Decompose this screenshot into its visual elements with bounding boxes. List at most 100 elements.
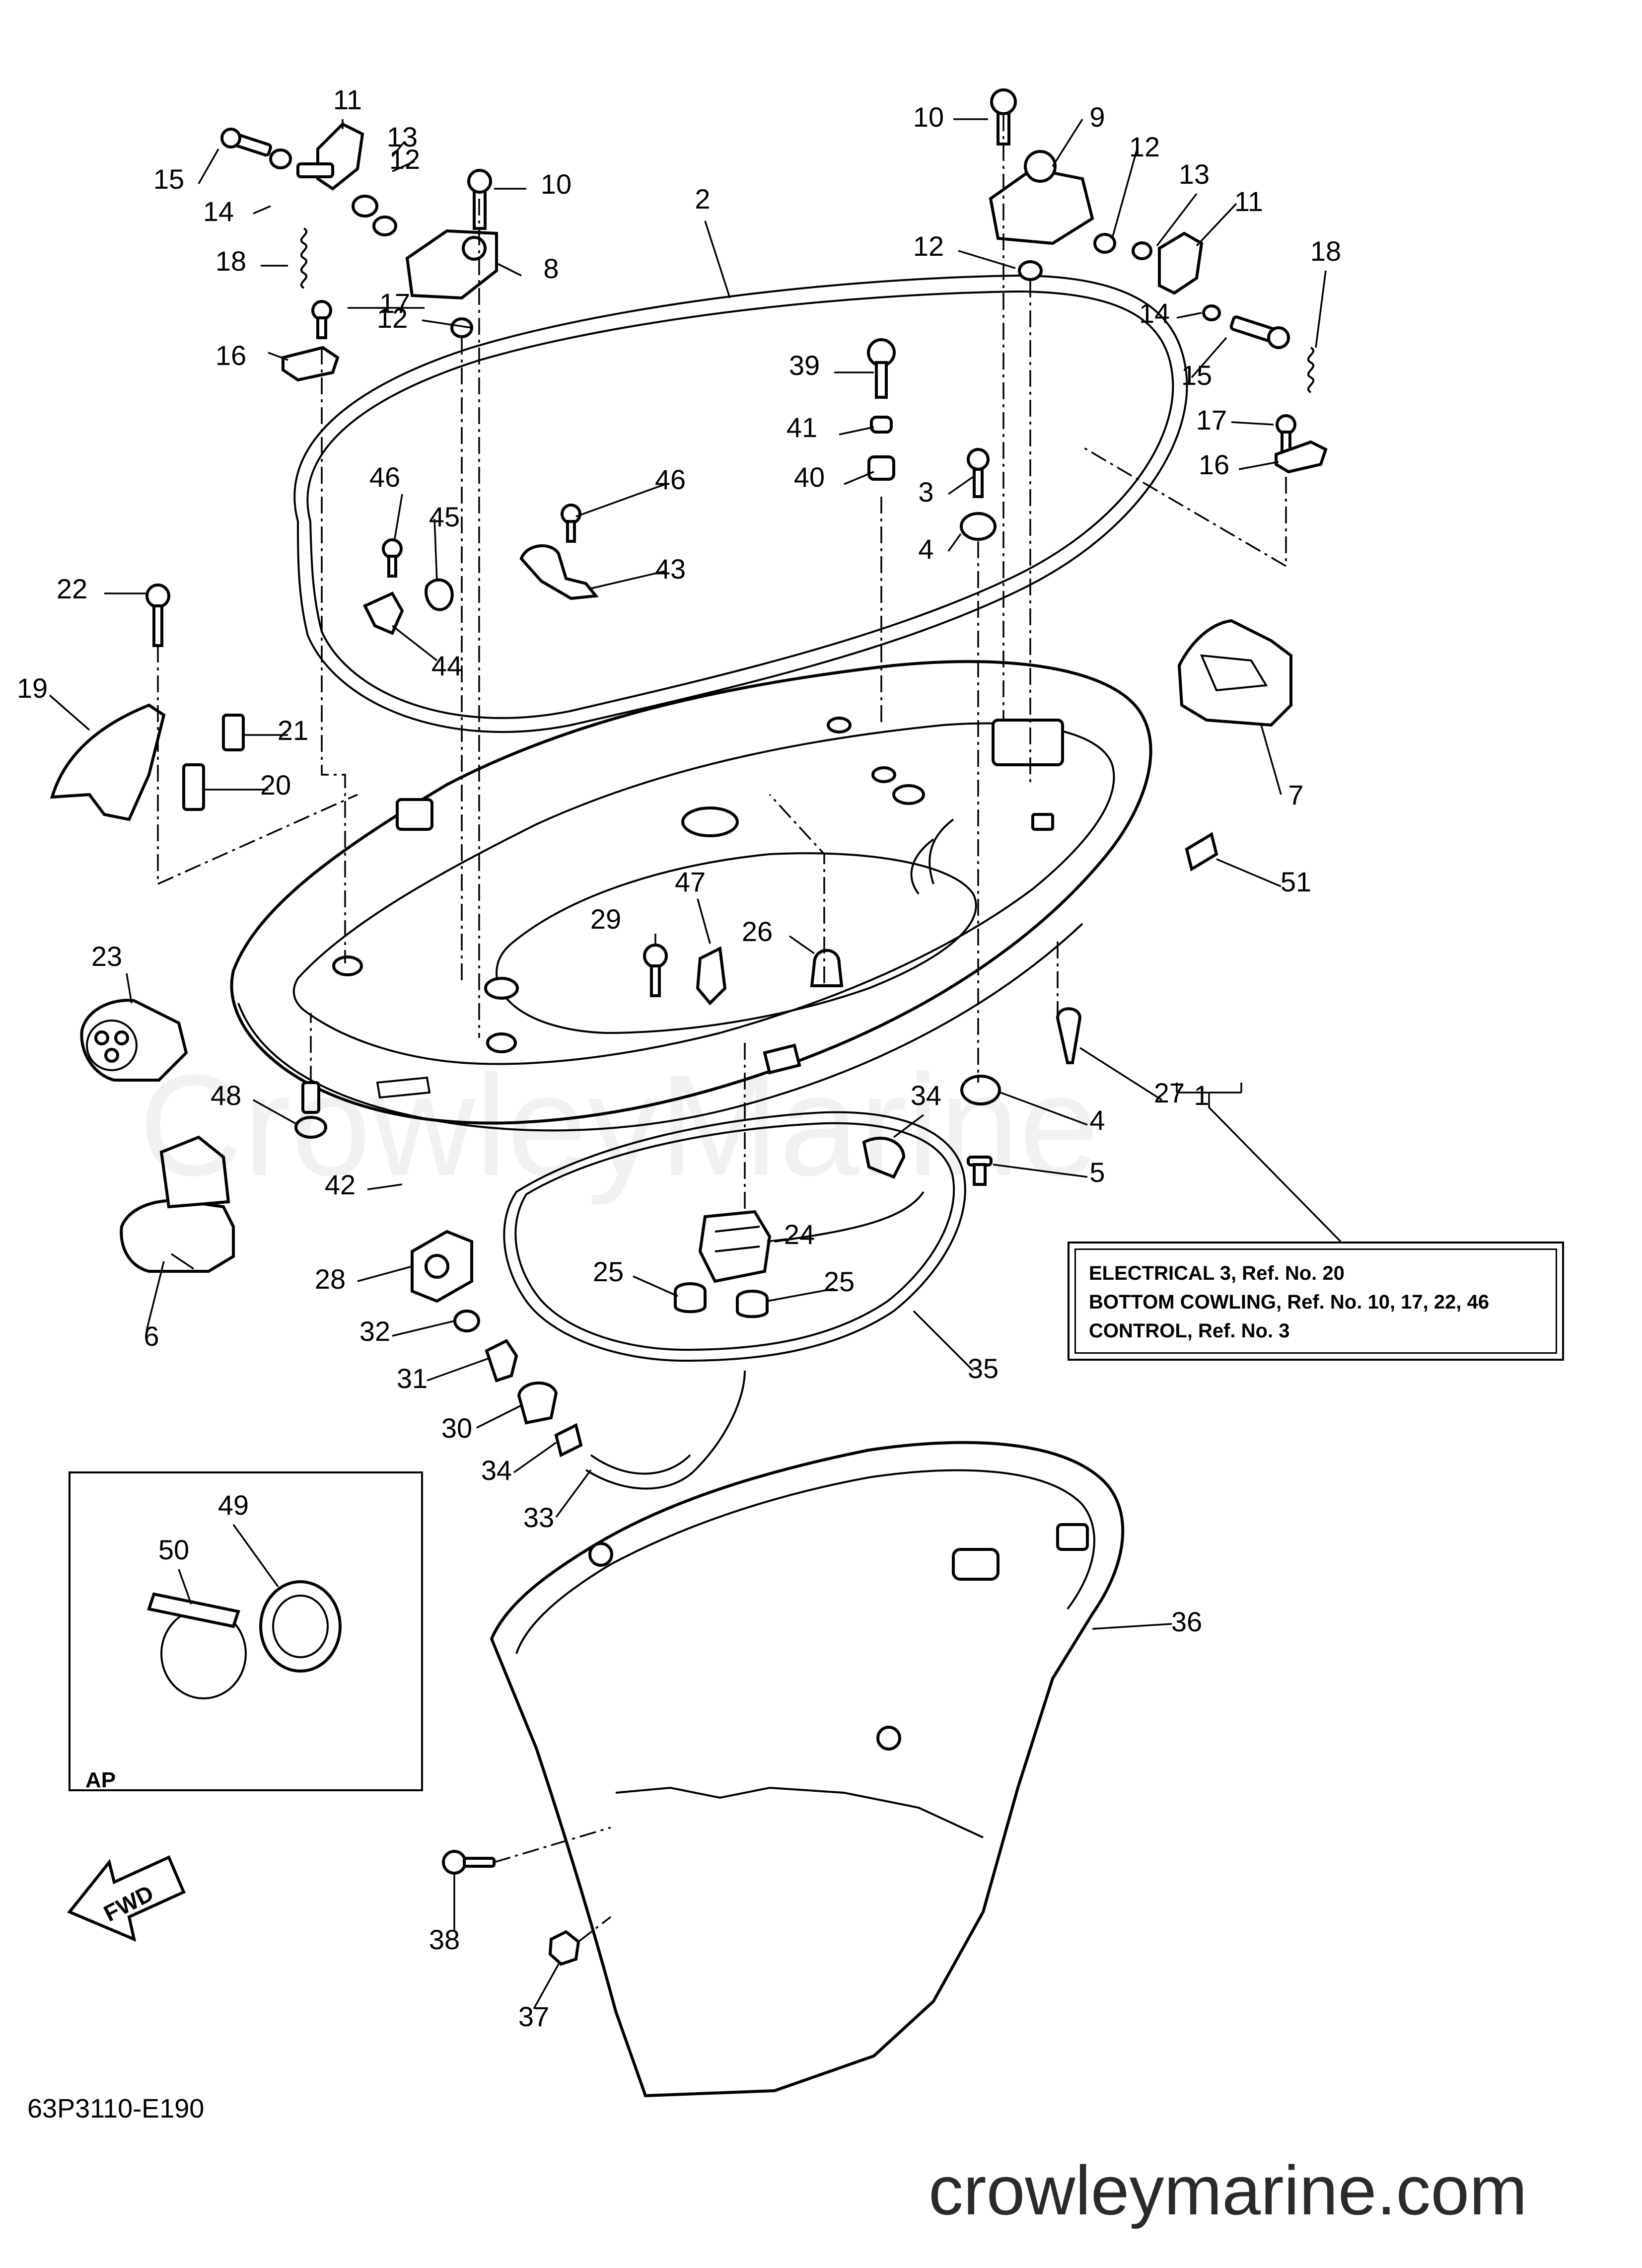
callout-3: 3 — [918, 476, 933, 508]
callout-35: 35 — [968, 1353, 999, 1384]
callout-9: 9 — [1089, 101, 1105, 133]
callout-21: 21 — [278, 715, 308, 746]
socket-and-cover — [80, 999, 327, 1273]
lower-casing — [490, 1441, 1125, 2098]
callout-1: 1 — [1194, 1080, 1209, 1111]
handle-and-label — [1177, 619, 1292, 872]
callout-32: 32 — [359, 1316, 390, 1347]
callout-41: 41 — [786, 412, 817, 443]
callout-22: 22 — [57, 573, 87, 604]
spring-and-hook-left — [282, 227, 340, 382]
callout-26: 26 — [742, 916, 773, 947]
callout-36: 36 — [1171, 1606, 1202, 1637]
bracket-assembly-left — [352, 169, 498, 338]
callout-18: 18 — [1310, 235, 1341, 267]
callout-25: 25 — [824, 1266, 855, 1297]
callout-12: 12 — [389, 144, 420, 175]
callout-16: 16 — [215, 340, 246, 371]
callout-6: 6 — [143, 1320, 159, 1352]
callout-51: 51 — [1281, 866, 1311, 897]
callout-23: 23 — [91, 941, 122, 972]
callout-46: 46 — [369, 461, 400, 493]
callout-19: 19 — [17, 672, 48, 704]
reference-box-inner: ELECTRICAL 3, Ref. No. 20 BOTTOM COWLING… — [1074, 1248, 1557, 1354]
callout-16: 16 — [1199, 449, 1229, 480]
callout-17: 17 — [1196, 404, 1227, 436]
figure-code: 63P3110-E190 — [27, 2094, 205, 2123]
callout-37: 37 — [518, 2001, 549, 2032]
callout-4: 4 — [1089, 1104, 1105, 1136]
callout-12: 12 — [377, 302, 408, 334]
callout-49: 49 — [218, 1489, 249, 1521]
callout-31: 31 — [397, 1363, 428, 1394]
footer-url[interactable]: crowleymarine.com — [928, 2151, 1527, 2229]
inset-ap — [69, 1471, 423, 1791]
callout-47: 47 — [675, 866, 706, 897]
callout-24: 24 — [784, 1219, 815, 1250]
callout-50: 50 — [158, 1534, 189, 1565]
callout-numbers: 1234456789101011111212121213131414151516… — [17, 84, 1341, 2032]
cable-clips — [362, 504, 599, 635]
bottom-cowling — [230, 660, 1152, 1132]
callout-30: 30 — [441, 1412, 472, 1444]
leader-lines — [49, 118, 1327, 2009]
callout-34: 34 — [911, 1080, 941, 1111]
fwd-label: FWD — [99, 1880, 157, 1927]
callout-18: 18 — [215, 245, 246, 277]
drain-fitting-chain — [411, 1230, 746, 1490]
callout-45: 45 — [429, 501, 460, 532]
reference-line: CONTROL, Ref. No. 3 — [1089, 1320, 1290, 1342]
callout-10: 10 — [913, 101, 944, 133]
callout-25: 25 — [593, 1256, 624, 1287]
seal-gasket — [293, 274, 1188, 733]
callout-7: 7 — [1288, 779, 1303, 810]
callout-2: 2 — [695, 183, 710, 215]
reference-line: ELECTRICAL 3, Ref. No. 20 — [1089, 1262, 1345, 1284]
callout-4: 4 — [918, 533, 933, 565]
callout-11: 11 — [1234, 186, 1263, 217]
callout-13: 13 — [1179, 158, 1210, 190]
center-hardware — [867, 338, 997, 541]
callout-38: 38 — [429, 1924, 460, 1955]
callout-39: 39 — [789, 350, 820, 381]
callout-5: 5 — [1089, 1157, 1105, 1188]
callout-43: 43 — [655, 553, 686, 585]
grommet-and-clamps — [674, 1136, 925, 1318]
lower-fasteners — [442, 1850, 580, 1966]
alignment-lines — [157, 114, 1287, 1943]
callout-48: 48 — [211, 1080, 241, 1111]
callout-11: 11 — [333, 84, 362, 115]
callout-33: 33 — [523, 1502, 554, 1533]
left-cover-pieces — [50, 584, 245, 821]
lock-lever-right — [1132, 231, 1290, 349]
callout-17: 17 — [379, 288, 410, 319]
callout-8: 8 — [543, 253, 559, 284]
grommets-and-fittings — [643, 944, 1082, 1186]
inset-label: AP — [85, 1768, 116, 1792]
bottom-seal — [503, 1111, 966, 1362]
watermark-text: CrowleyMarine — [139, 1045, 1099, 1206]
callout-28: 28 — [315, 1263, 346, 1295]
callout-27: 27 — [1154, 1077, 1185, 1108]
callout-14: 14 — [1139, 297, 1170, 329]
callout-14: 14 — [203, 196, 234, 227]
callout-46: 46 — [655, 464, 686, 495]
callout-42: 42 — [325, 1169, 356, 1200]
forward-arrow — [67, 1855, 186, 1942]
bracket-assembly-right — [989, 88, 1116, 281]
spring-and-hook-right — [1275, 347, 1328, 474]
callout-10: 10 — [541, 168, 571, 200]
callout-15: 15 — [1181, 360, 1212, 391]
callout-13: 13 — [387, 121, 418, 152]
callout-40: 40 — [794, 461, 825, 493]
callout-15: 15 — [153, 163, 184, 195]
callout-29: 29 — [590, 903, 621, 935]
callout-44: 44 — [431, 650, 462, 681]
callout-12: 12 — [1129, 131, 1160, 162]
callout-20: 20 — [260, 769, 291, 801]
reference-bracket — [1176, 1083, 1342, 1243]
reference-box: ELECTRICAL 3, Ref. No. 20 BOTTOM COWLING… — [1068, 1242, 1564, 1361]
reference-line: BOTTOM COWLING, Ref. No. 10, 17, 22, 46 — [1089, 1291, 1490, 1313]
